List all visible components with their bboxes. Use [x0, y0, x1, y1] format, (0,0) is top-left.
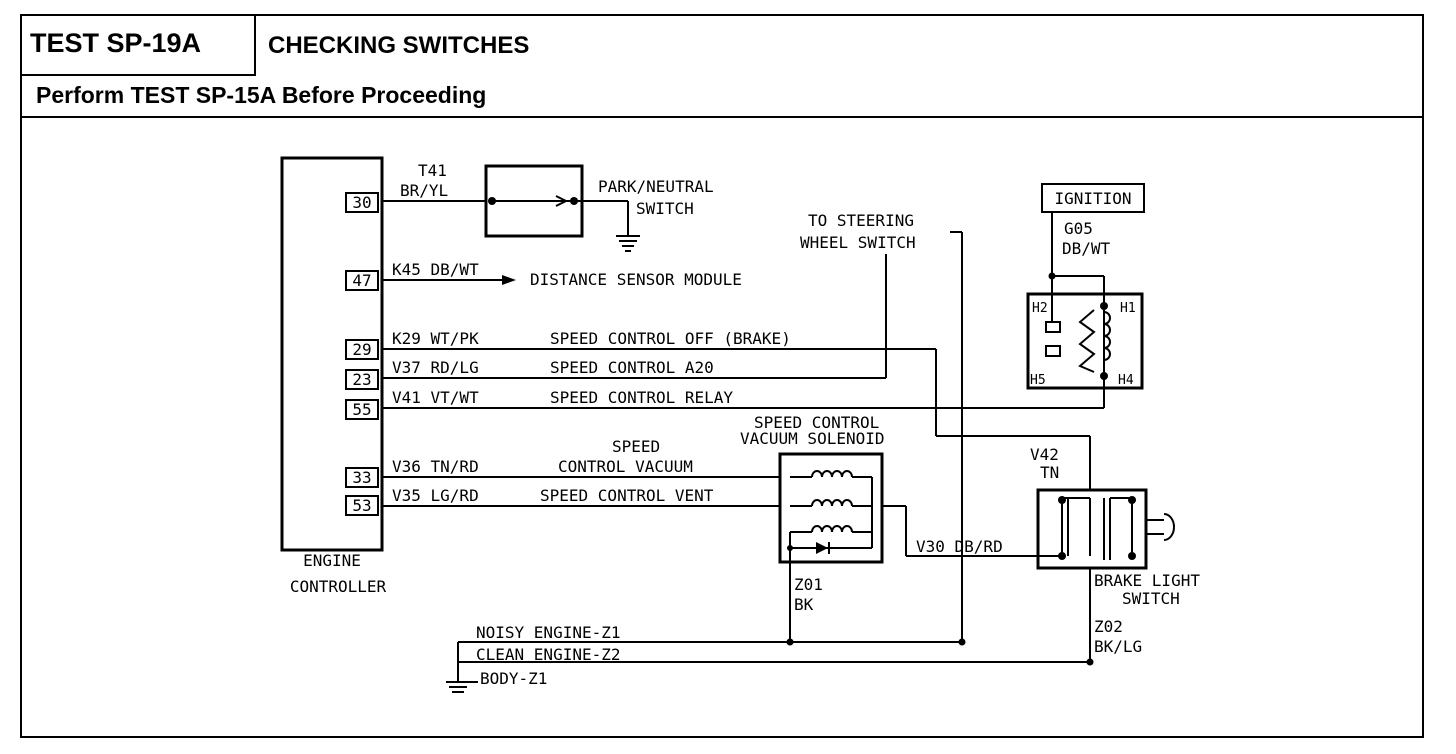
brake-switch-label-2: SWITCH	[1122, 589, 1180, 608]
wire-v35-label: V35 LG/RD	[392, 486, 479, 505]
circuit-v35: SPEED CONTROL VENT	[540, 486, 714, 505]
relay-box	[1026, 292, 1144, 390]
solenoid-label-2: VACUUM SOLENOID	[740, 429, 885, 448]
ground-noisy-label: NOISY ENGINE-Z1	[476, 623, 621, 642]
wire-v42-id: V42	[1030, 445, 1059, 464]
wire-t41-color: BR/YL	[400, 181, 448, 200]
circuit-v36-1: SPEED	[612, 437, 660, 456]
wire-z02-id: Z02	[1094, 617, 1123, 636]
park-neutral-label-2: SWITCH	[636, 199, 694, 218]
engine-controller-box	[280, 156, 384, 552]
pin-box-33	[345, 467, 379, 488]
pin-29: 29	[352, 340, 371, 359]
steering-label-2: WHEEL SWITCH	[800, 233, 916, 252]
wire-v37-label: V37 RD/LG	[392, 358, 479, 377]
pin-33: 33	[352, 468, 371, 487]
circuit-v36-2: CONTROL VACUUM	[558, 457, 693, 476]
pin-box-53	[345, 495, 379, 516]
wire-v42-color: TN	[1040, 463, 1059, 482]
wire-k29-label: K29 WT/PK	[392, 329, 479, 348]
relay-h2: H2	[1032, 301, 1048, 316]
wire-v30-label: V30 DB/RD	[916, 537, 1003, 556]
wire-k45-label: K45 DB/WT	[392, 260, 479, 279]
wire-v41-label: V41 VT/WT	[392, 388, 479, 407]
pin-23: 23	[352, 370, 371, 389]
ignition-label: IGNITION	[1054, 189, 1131, 208]
page-title: CHECKING SWITCHES	[268, 32, 530, 59]
pin-box-30	[345, 192, 379, 213]
solenoid-label-1: SPEED CONTROL	[754, 413, 879, 432]
pin-box-29	[345, 339, 379, 360]
brake-light-switch-box	[1036, 488, 1148, 570]
controller-label-2: CONTROLLER	[290, 577, 387, 596]
pin-47: 47	[352, 271, 371, 290]
brake-switch-label-1: BRAKE LIGHT	[1094, 571, 1200, 590]
steering-label-1: TO STEERING	[808, 211, 914, 230]
wire-z01-id: Z01	[794, 575, 823, 594]
relay-h4: H4	[1118, 373, 1134, 388]
page-subtitle: Perform TEST SP-15A Before Proceeding	[36, 82, 487, 108]
pin-box-47	[345, 270, 379, 291]
wire-t41-id: T41	[418, 161, 447, 180]
pin-box-23	[345, 369, 379, 390]
ignition-box	[1041, 183, 1145, 213]
circuit-v41: SPEED CONTROL RELAY	[550, 388, 733, 407]
circuit-k45: DISTANCE SENSOR MODULE	[530, 270, 742, 289]
wire-g05-color: DB/WT	[1062, 239, 1111, 258]
controller-label-1: ENGINE	[303, 551, 361, 570]
test-id: TEST SP-19A	[20, 14, 256, 76]
wire-z02-color: BK/LG	[1094, 637, 1142, 656]
relay-h1: H1	[1120, 301, 1136, 316]
park-neutral-label-1: PARK/NEUTRAL	[598, 177, 714, 196]
circuit-k29: SPEED CONTROL OFF (BRAKE)	[550, 329, 791, 348]
wire-v36-label: V36 TN/RD	[392, 457, 479, 476]
pin-55: 55	[352, 400, 371, 419]
vacuum-solenoid-box	[778, 452, 884, 564]
pin-53: 53	[352, 496, 371, 515]
pin-30: 30	[352, 193, 371, 212]
pin-box-55	[345, 399, 379, 420]
ground-body-label: BODY-Z1	[480, 669, 547, 688]
wire-g05-id: G05	[1064, 219, 1093, 238]
diagram-frame	[20, 14, 1424, 738]
relay-h5: H5	[1030, 373, 1046, 388]
circuit-v37: SPEED CONTROL A20	[550, 358, 714, 377]
ground-clean-label: CLEAN ENGINE-Z2	[476, 645, 621, 664]
wire-z01-color: BK	[794, 595, 814, 614]
header-divider	[20, 116, 1424, 118]
